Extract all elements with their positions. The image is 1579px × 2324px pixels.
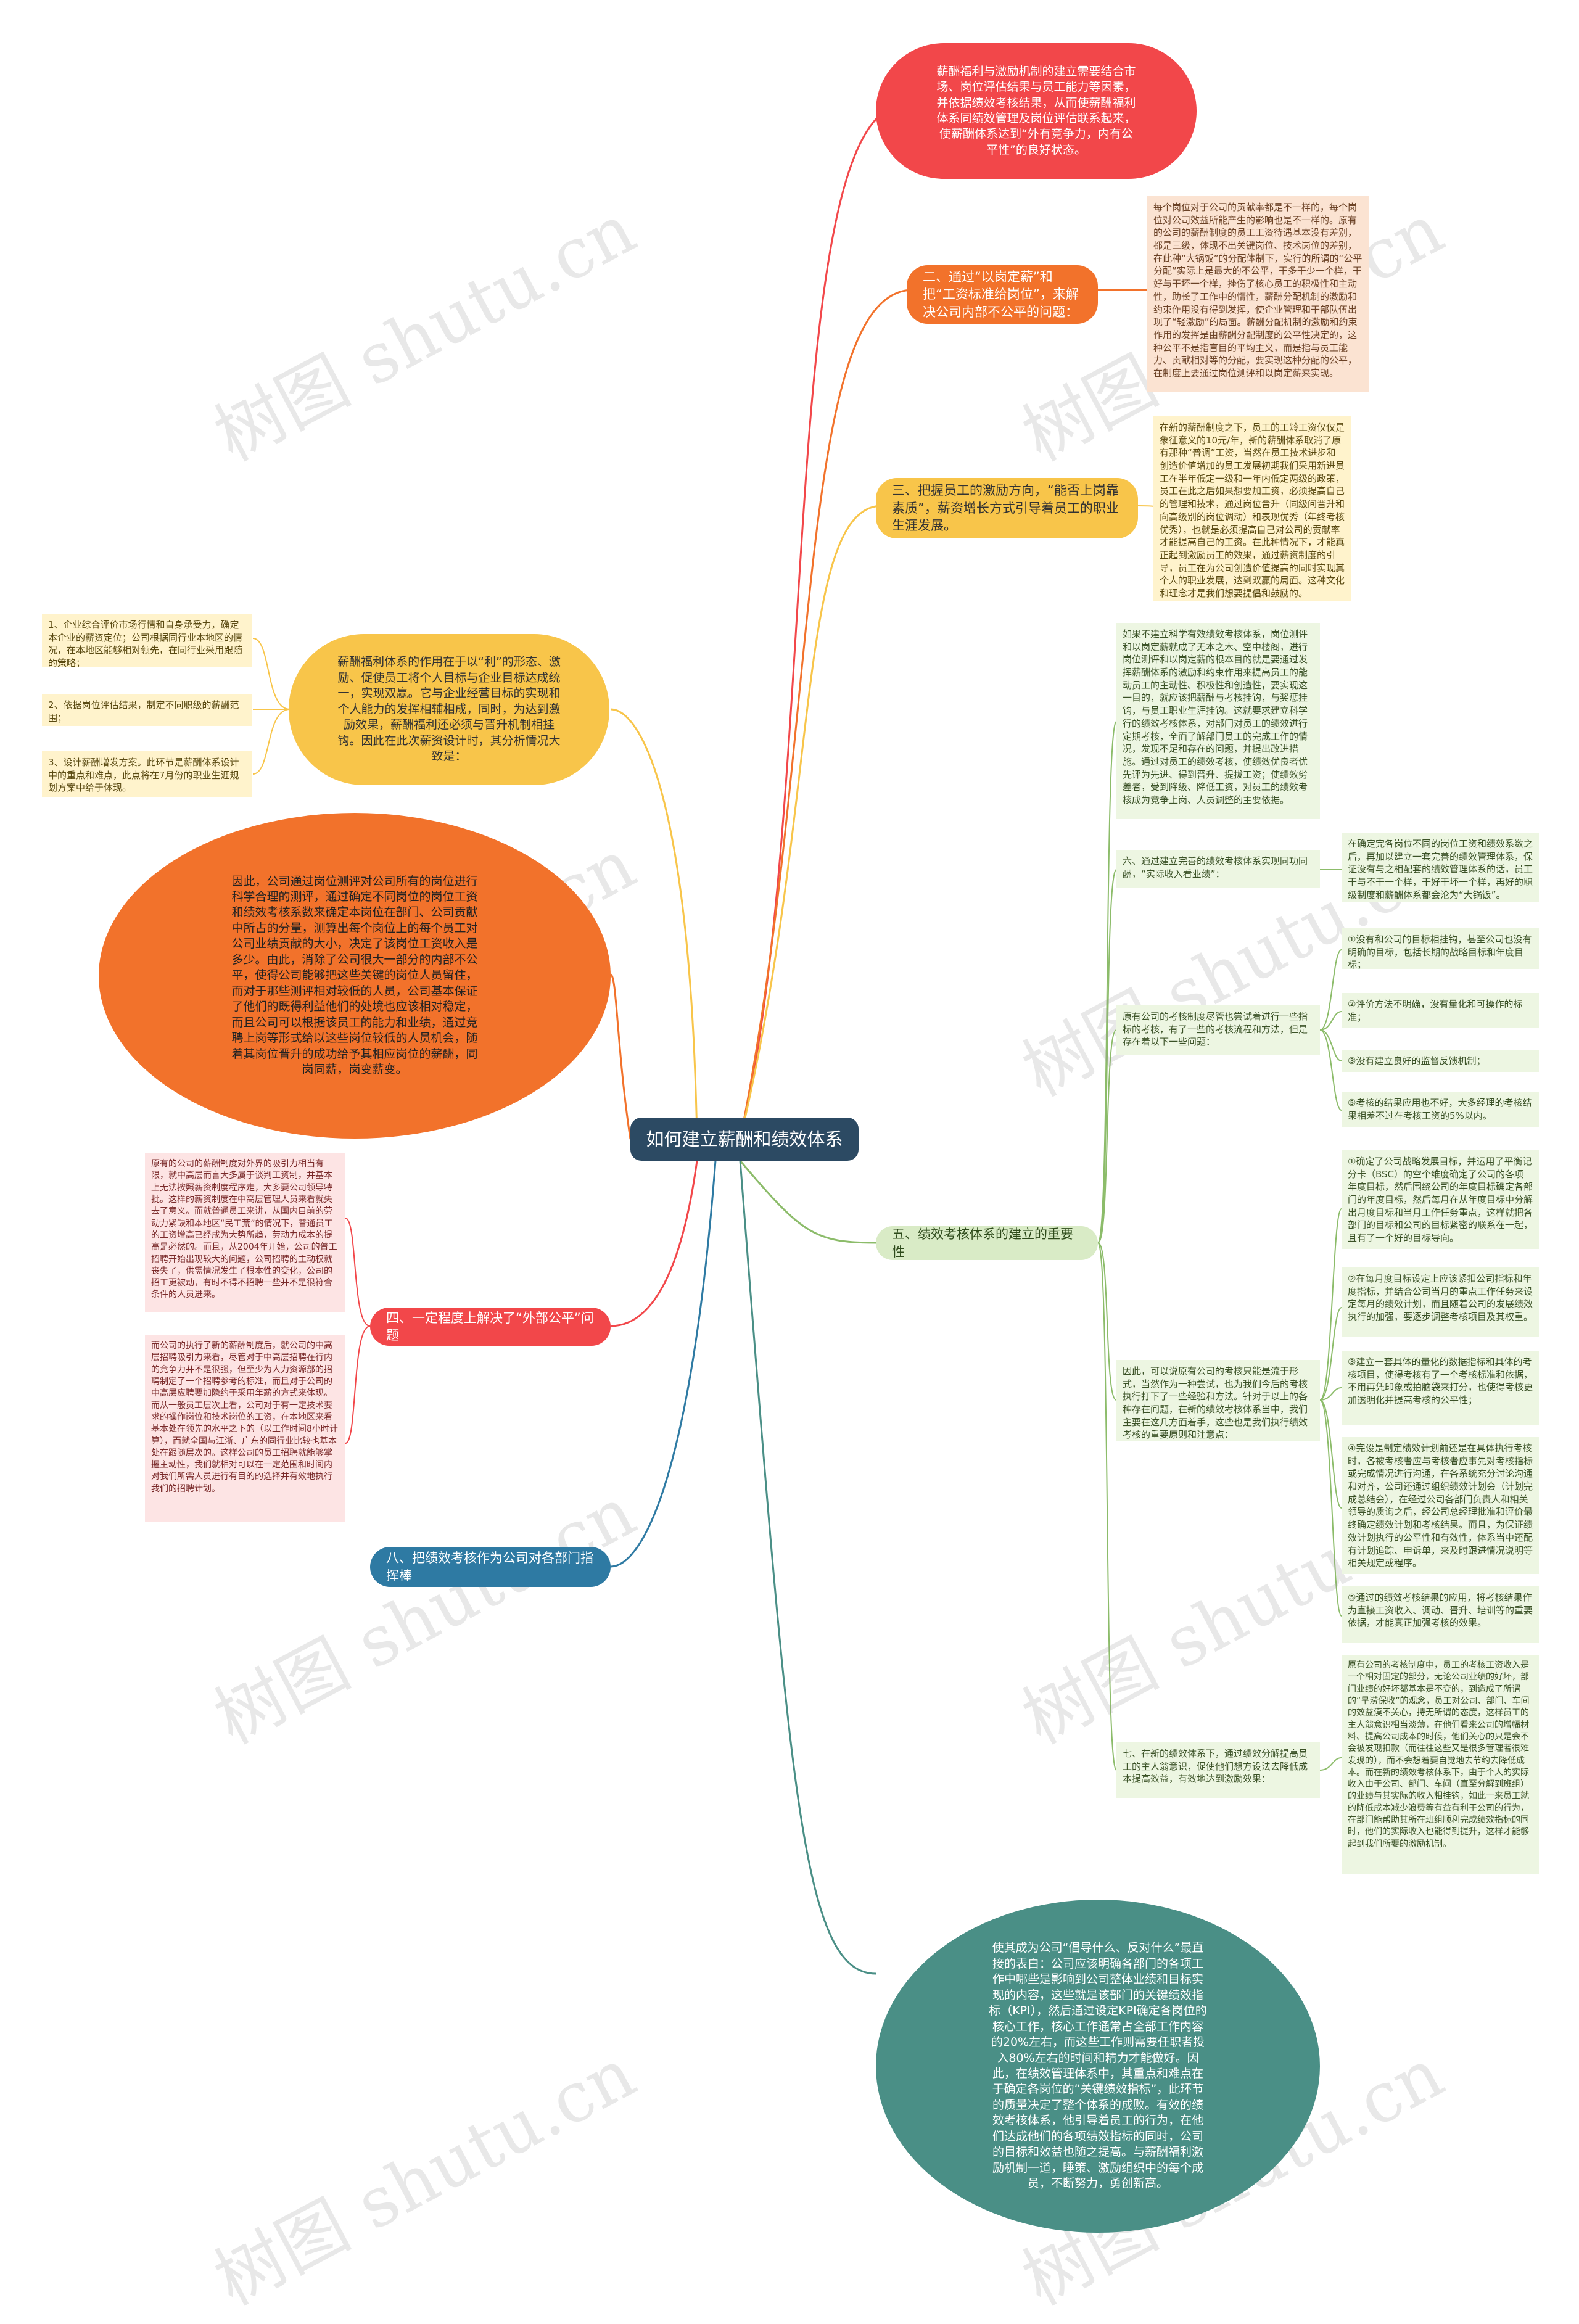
note-equal-work-equal-pay: 在确定完各岗位不同的岗位工资和绩效系数之后，再加以建立一套完善的绩效管理体系，保… [1342, 833, 1539, 902]
topic-performance-as-baton[interactable]: 八、把绩效考核作为公司对各部门指挥棒 [370, 1547, 611, 1587]
connector-lines [252, 104, 1342, 1975]
item-principle-3: ③建立一套具体的量化的数据指标和具体的考核项目，使得考核有了一个考核标准和依据，… [1342, 1351, 1539, 1425]
topic-salary-system-intro[interactable]: 薪酬福利与激励机制的建立需要结合市场、岗位评估结果与员工能力等因素，并依据绩效考… [876, 43, 1197, 179]
note-external-fairness-1: 原有的公司的薪酬制度对外界的吸引力相当有限，就中高层而言大多属于谈判工资制，并基… [145, 1153, 345, 1312]
branch-equal-work-equal-pay[interactable]: 六、通过建立完善的绩效考核体系实现同功同酬，“实际收入看业绩”： [1116, 850, 1320, 888]
topic-performance-importance[interactable]: 五、绩效考核体系的建立的重要性 [876, 1226, 1098, 1260]
topic-external-fairness[interactable]: 四、一定程度上解决了“外部公平”问题 [370, 1308, 611, 1346]
item-problem-2: ②评价方法不明确，没有量化和可操作的标准； [1342, 993, 1539, 1028]
topic-job-based-pay[interactable]: 二、通过“以岗定薪”和把“工资标准给岗位”，来解决公司内部不公平的问题： [907, 265, 1098, 324]
note-external-fairness-2: 而公司的执行了新的薪酬制度后，就公司的中高层招聘吸引力来看，尽管对于中高层招聘在… [145, 1335, 345, 1522]
link-b3 [739, 505, 883, 1140]
link-left-yellow-notes [252, 638, 291, 775]
branch-new-principles[interactable]: 因此，可以说原有公司的考核只能是流于形式，当然作为一种尝试，也为我们今后的考核执… [1116, 1360, 1320, 1441]
note-left-yellow-1: 1、企业综合评价市场行情和自身承受力，确定本企业的薪资定位；公司根据同行业本地区… [42, 614, 252, 667]
link-r7-note [1319, 1757, 1342, 1771]
link-bottom-teal [739, 1160, 876, 1975]
note-employee-incentive: 在新的薪酬制度之下，员工的工龄工资仅仅是象征意义的10元/年，新的薪酬体系取消了… [1153, 416, 1351, 601]
note-ownership-awareness: 原有公司的考核制度中，员工的考核工资收入是一个相对固定的部分，无论公司业绩的好坏… [1342, 1655, 1539, 1874]
link-b5-branches [1097, 721, 1117, 1771]
note-left-yellow-2: 2、依据岗位评估结果，制定不同职级的薪酬范围； [42, 694, 252, 726]
link-b4-notes [345, 1218, 371, 1444]
link-b4 [610, 1160, 698, 1327]
link-b5 [739, 1160, 876, 1244]
link-left-orange [610, 973, 632, 1140]
link-b8 [610, 1160, 717, 1568]
link-r-mid-items [1319, 1208, 1342, 1617]
branch-original-problems[interactable]: 原有公司的考核制度尽管也尝试着进行一些指标的考核，有了一些的考核流程和方法，但是… [1116, 1005, 1320, 1055]
topic-kpi-guidance[interactable]: 使其成为公司“倡导什么、反对什么”最直接的表白：公司应该明确各部门的各项工作中哪… [876, 1900, 1320, 2233]
branch-ownership-awareness[interactable]: 七、在新的绩效体系下，通过绩效分解提高员工的主人翁意识，促使他们想方设法去降低成… [1116, 1742, 1320, 1798]
item-principle-4: ④完设是制定绩效计划前还是在具体执行考核时，各被考核者应与考核者应事先对考核指标… [1342, 1437, 1539, 1574]
note-performance-foundation: 如果不建立科学有效绩效考核体系，岗位测评和以岗定薪就成了无本之木、空中楼阁，进行… [1116, 623, 1320, 819]
note-job-based-pay: 每个岗位对于公司的贡献率都是不一样的，每个岗位对公司效益所能产生的影响也是不一样… [1147, 196, 1369, 392]
item-principle-2: ②在每月度目标设定上应该紧扣公司指标和年度指标，并结合公司当月的重点工作任务来设… [1342, 1267, 1539, 1337]
item-problem-1: ①没有和公司的目标相挂钩，甚至公司也没有明确的目标，包括长期的战略目标和年度目标… [1342, 928, 1539, 969]
mind-map-canvas: 树图 shutu.cn 树图 shutu.cn 树图 shutu.cn 树图 s… [42, 43, 1539, 2321]
link-b2 [739, 289, 913, 1140]
topic-salary-benefit-role[interactable]: 薪酬福利体系的作用在于以“利”的形态、激励、促使员工将个人目标与企业目标达成统一… [289, 634, 609, 785]
topic-employee-incentive[interactable]: 三、把握员工的激励方向，“能否上岗靠素质”，薪资增长方式引导着员工的职业生涯发展… [876, 478, 1138, 538]
note-left-yellow-3: 3、设计薪酬增发方案。此环节是薪酬体系设计中的重点和难点，此点将在7月份的职业生… [42, 751, 252, 797]
item-principle-5: ⑤通过的绩效考核结果的应用，将考核结果作为直接工资收入、调动、晋升、培训等的重要… [1342, 1586, 1539, 1643]
item-principle-1: ①确定了公司战略发展目标，并运用了平衡记分卡（BSC）的空个维度确定了公司的各项… [1342, 1150, 1539, 1249]
topic-job-evaluation-result[interactable]: 因此，公司通过岗位测评对公司所有的岗位进行科学合理的测评，通过确定不同岗位的岗位… [99, 813, 611, 1139]
central-topic[interactable]: 如何建立薪酬和绩效体系 [630, 1118, 859, 1161]
link-r-orig-items [1319, 949, 1342, 1111]
item-problem-3: ③没有建立良好的监督反馈机制； [1342, 1050, 1539, 1072]
item-problem-5: ⑤考核的结果应用也不好，大多经理的考核结果相差不过在考核工资的5%以内。 [1342, 1092, 1539, 1127]
link-left-yellow [610, 708, 698, 1140]
